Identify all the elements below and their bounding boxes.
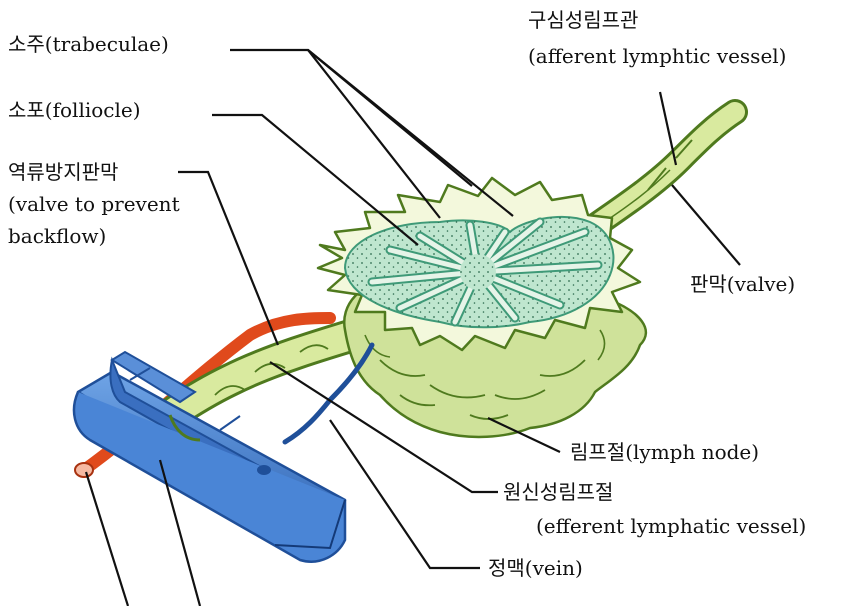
label-afferent-line2: (afferent lymphtic vessel) — [528, 44, 787, 68]
label-valve-prevent-backflow-line2: (valve to prevent — [8, 192, 180, 216]
label-follicle: 소포(folliocle) — [8, 98, 141, 122]
label-valve: 판막(valve) — [690, 272, 796, 296]
label-lymph-node: 림프절(lymph node) — [570, 440, 760, 464]
follicles — [343, 215, 615, 329]
main-vein — [72, 350, 347, 563]
label-efferent-line1: 원신성림프절 — [503, 480, 614, 504]
label-efferent-line2: (efferent lymphatic vessel) — [536, 514, 807, 538]
artery-opening — [74, 462, 94, 478]
label-vein: 정맥(vein) — [488, 556, 583, 580]
label-trabeculae: 소주(trabeculae) — [8, 32, 169, 56]
label-afferent-line1: 구심성림프관 — [528, 8, 639, 32]
label-valve-prevent-backflow-line1: 역류방지판막 — [8, 160, 119, 184]
label-valve-prevent-backflow-line3: backflow) — [8, 224, 107, 248]
leader-lines — [84, 48, 741, 607]
